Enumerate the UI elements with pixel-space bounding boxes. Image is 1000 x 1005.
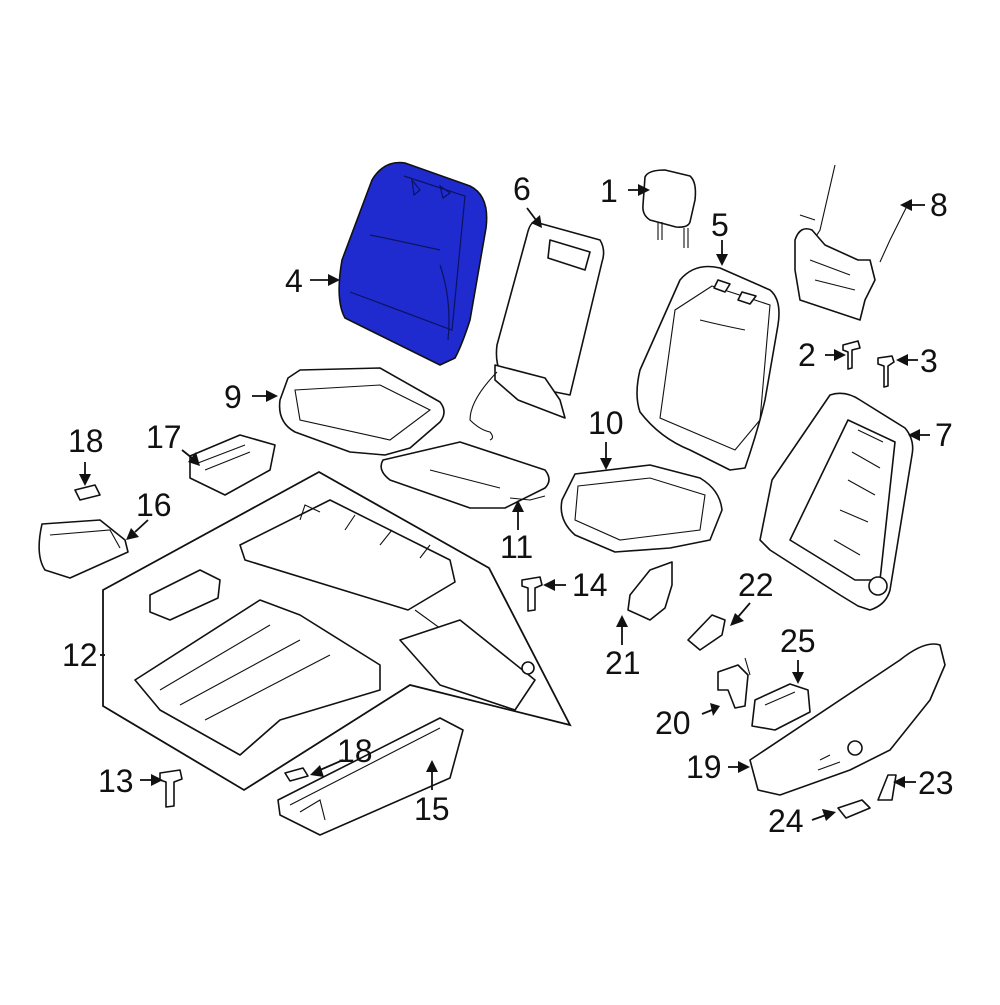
part-18-cap-bottom[interactable]: [284, 767, 309, 782]
callout-6: 6: [513, 171, 531, 207]
part-24-knob[interactable]: [837, 799, 871, 819]
part-3-bolt[interactable]: [877, 355, 895, 388]
part-17-rear-cover[interactable]: [189, 434, 276, 496]
callout-20: 20: [655, 705, 691, 741]
part-5-seat-back-assembly[interactable]: [636, 265, 780, 471]
part-15-rail-cover[interactable]: [277, 717, 464, 836]
callout-1: 1: [600, 173, 618, 209]
callout-9: 9: [224, 379, 242, 415]
callout-11: 11: [500, 529, 533, 565]
callout-10: 10: [588, 405, 624, 441]
callout-3: 3: [920, 343, 938, 379]
part-6-back-support-pad[interactable]: [469, 221, 605, 441]
callout-14: 14: [572, 567, 608, 603]
part-4-seat-back-cover[interactable]: [338, 161, 488, 366]
callout-19: 19: [686, 749, 722, 785]
callout-18-top: 18: [68, 423, 104, 459]
callout-21: 21: [605, 645, 641, 681]
callout-8: 8: [930, 187, 948, 223]
part-18-cap-top[interactable]: [74, 484, 101, 501]
callout-4: 4: [285, 263, 303, 299]
part-13-bolt[interactable]: [159, 769, 183, 808]
callout-17: 17: [146, 419, 182, 455]
callout-2: 2: [798, 337, 816, 373]
callout-13: 13: [98, 763, 134, 799]
part-8-harness-bracket[interactable]: [794, 164, 911, 321]
part-22-bracket[interactable]: [687, 614, 726, 651]
part-9-cushion-pad[interactable]: [278, 367, 445, 456]
part-2-bolt[interactable]: [842, 340, 861, 370]
callout-7: 7: [935, 417, 953, 453]
callout-16: 16: [136, 487, 172, 523]
part-10-seat-cushion[interactable]: [560, 464, 723, 553]
callout-22: 22: [738, 567, 774, 603]
callout-12: 12: [62, 637, 98, 673]
part-16-side-shield[interactable]: [38, 519, 129, 579]
callout-5: 5: [711, 207, 729, 243]
callout-15: 15: [414, 791, 450, 827]
part-1-headrest[interactable]: [642, 169, 697, 248]
callout-24: 24: [768, 803, 804, 839]
leader-lines: [79, 184, 930, 821]
part-7-seat-back-frame[interactable]: [759, 392, 914, 611]
part-23-knob[interactable]: [877, 774, 897, 801]
part-14-bolt[interactable]: [521, 576, 543, 612]
part-21-trim-piece[interactable]: [627, 561, 673, 621]
callout-18-bottom: 18: [337, 733, 373, 769]
part-11-heater-mat[interactable]: [380, 441, 550, 509]
callout-23: 23: [918, 765, 954, 801]
part-25-seat-switch[interactable]: [751, 683, 811, 731]
part-20-switch-bracket[interactable]: [717, 657, 751, 709]
part-12-seat-track-group[interactable]: [102, 470, 572, 792]
part-19-side-shield[interactable]: [749, 643, 946, 796]
callout-25: 25: [780, 623, 816, 659]
